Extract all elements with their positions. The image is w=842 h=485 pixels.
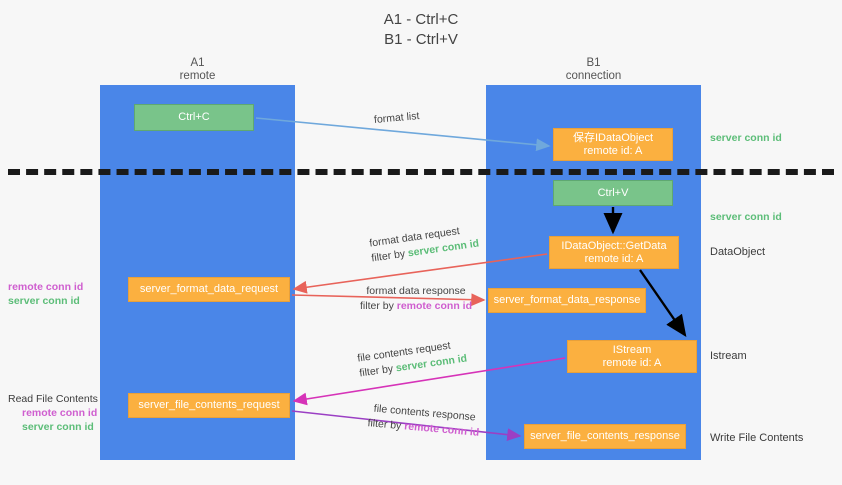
phase-divider [8,169,834,175]
right-annotation-server-conn-id-mid: server conn id [710,211,782,223]
diagram-title: A1 - Ctrl+C B1 - Ctrl+V [0,10,842,50]
node-server-file-contents-request[interactable]: server_file_contents_request [128,393,290,418]
right-annotation-dataobject: DataObject [710,246,766,258]
lane-header-a1: A1 remote [100,57,295,83]
node-ctrl-c[interactable]: Ctrl+C [134,104,254,131]
side-remote-conn-id: remote conn id [8,281,84,293]
title-line-2: B1 - Ctrl+V [384,31,458,48]
node-server-format-data-response[interactable]: server_format_data_response [488,288,646,313]
edge-label-format-list: format list [373,109,420,128]
edge-label-format-data-request: format data request filter by server con… [368,222,480,267]
node-server-format-data-request-label: server_format_data_request [139,283,279,295]
node-istream[interactable]: IStream remote id: A [567,340,697,373]
node-getdata-line2: remote id: A [584,252,644,265]
lane-a1-subtitle: remote [179,70,216,82]
side-read-file-contents: Read File Contents [8,393,98,405]
side-server-conn-id: server conn id [8,295,80,307]
side-annotation-format-data: remote conn id server conn id [8,280,83,308]
lane-b1-subtitle: connection [565,70,622,82]
lane-a1-name: A1 [190,57,205,69]
node-save-idataobject[interactable]: 保存IDataObject remote id: A [553,128,673,161]
node-istream-line2: remote id: A [602,356,662,369]
right-annotation-server-conn-id-top: server conn id [710,132,782,144]
node-ctrl-c-label: Ctrl+C [178,111,210,123]
node-server-file-contents-request-label: server_file_contents_request [138,399,280,411]
node-save-idataobject-line1: 保存IDataObject [572,131,654,144]
node-istream-line1: IStream [612,343,652,356]
node-save-idataobject-line2: remote id: A [583,144,643,157]
side-remote-conn-id-2: remote conn id [22,407,98,419]
edge-label-file-contents-response: file contents response filter by remote … [347,399,501,442]
edge-label-format-data-response-text: format data response [366,285,466,297]
node-ctrl-v[interactable]: Ctrl+V [553,180,673,206]
filter-value-remote-conn-id: remote conn id [396,300,473,312]
node-server-format-data-response-label: server_format_data_response [493,294,641,306]
node-ctrl-v-label: Ctrl+V [597,186,629,199]
title-line-1: A1 - Ctrl+C [383,11,459,28]
right-annotation-write-file-contents: Write File Contents [710,432,804,444]
lane-b1-name: B1 [586,57,601,69]
edge-label-format-list-text: format list [373,110,420,126]
node-server-format-data-request[interactable]: server_format_data_request [128,277,290,302]
side-annotation-file-contents: Read File Contents remote conn id server… [8,392,98,434]
right-annotation-istream: Istream [710,350,747,362]
node-getdata[interactable]: IDataObject::GetData remote id: A [549,236,679,269]
lane-header-b1: B1 connection [486,57,701,83]
edge-label-file-contents-request: file contents request filter by server c… [356,337,468,382]
node-server-file-contents-response-label: server_file_contents_response [530,430,680,442]
edge-label-format-data-response: format data response filter by remote co… [340,284,492,314]
filter-prefix: filter by [358,362,397,380]
node-getdata-line1: IDataObject::GetData [561,239,667,252]
node-server-file-contents-response[interactable]: server_file_contents_response [524,424,686,449]
edge-label-format-data-response-filter: filter by remote conn id [340,299,492,314]
filter-prefix: filter by [367,417,405,433]
filter-prefix: filter by [359,300,397,312]
filter-prefix: filter by [370,247,409,265]
side-server-conn-id-2: server conn id [22,421,94,433]
